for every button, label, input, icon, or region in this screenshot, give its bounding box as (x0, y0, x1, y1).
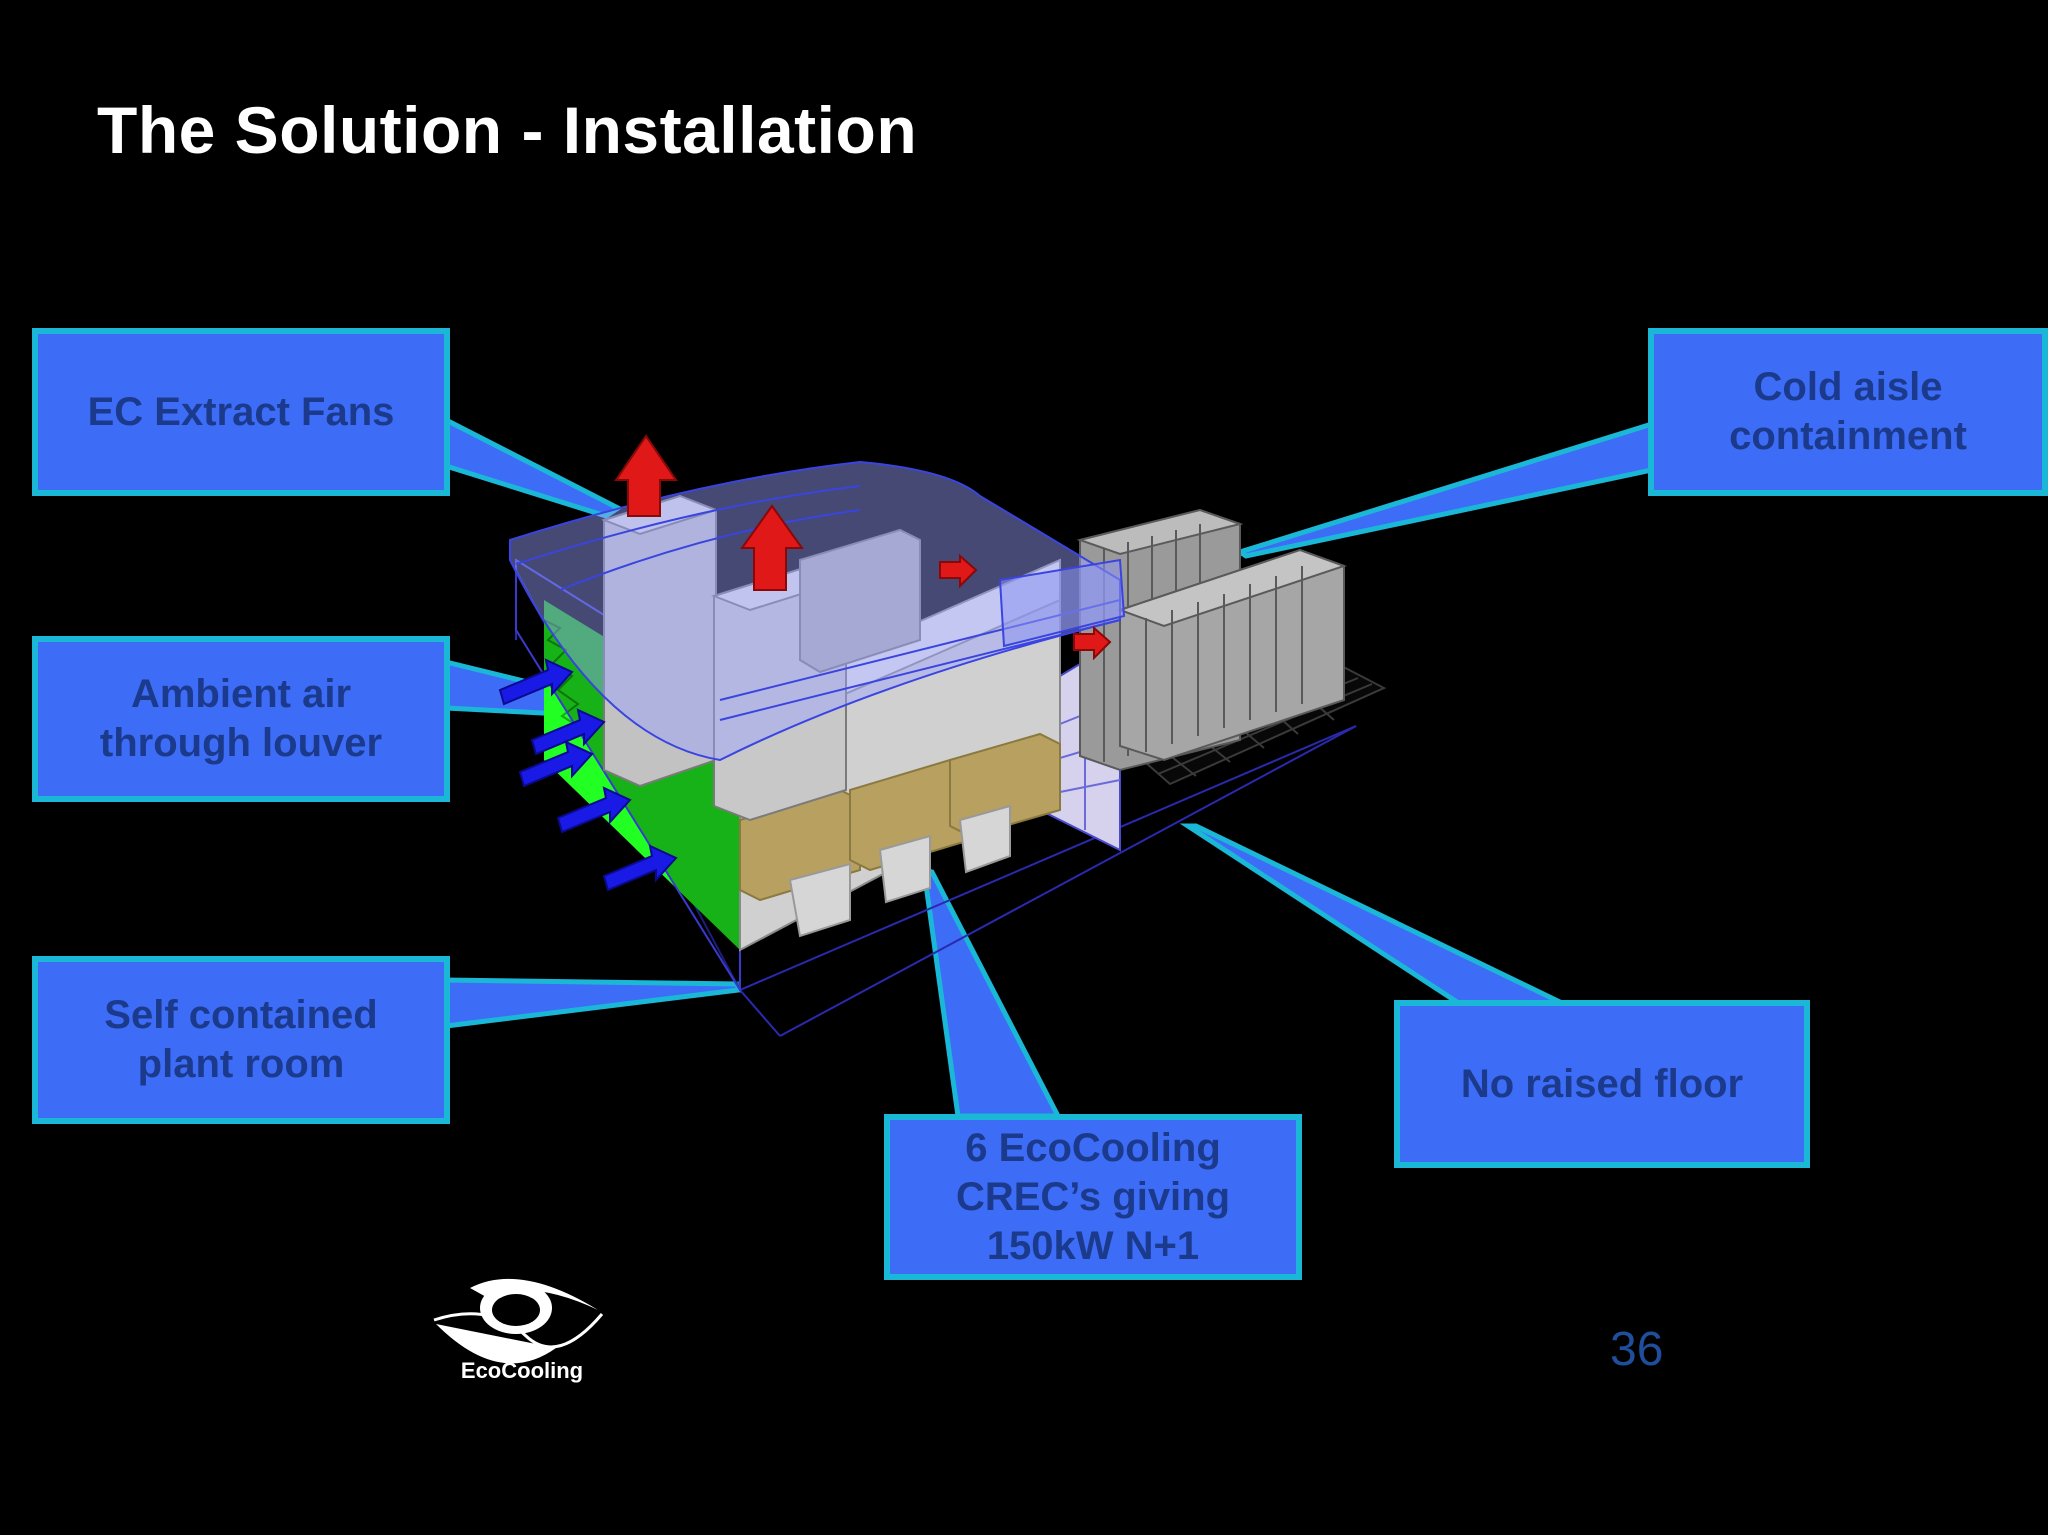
callout-ec-extract-fans: EC Extract Fans (32, 328, 450, 496)
extract-fans (600, 494, 921, 822)
crec-units (739, 732, 1061, 938)
pointer-plant-room (443, 977, 741, 1029)
cold-aisle-enclosure (509, 460, 1126, 762)
pointer-raised-floor (1179, 823, 1566, 1007)
inflow-arrows (498, 658, 678, 892)
eye-logo-icon (433, 1278, 604, 1364)
callout-crecs: 6 EcoCooling CREC’s giving 150kW N+1 (884, 1114, 1302, 1280)
callout-ambient-air: Ambient air through louver (32, 636, 450, 802)
server-racks (1076, 508, 1348, 772)
callout-plant-room: Self contained plant room (32, 956, 450, 1124)
callout-cold-aisle: Cold aisle containment (1648, 328, 2048, 496)
callout-no-raised-floor: No raised floor (1394, 1000, 1810, 1168)
pointer-ec-fans (443, 415, 623, 519)
extract-arrows (614, 434, 1112, 661)
pointer-cold-aisle (1234, 420, 1655, 559)
slide-title: The Solution - Installation (97, 93, 918, 167)
page-number: 36 (1610, 1323, 1664, 1376)
pointer-crecs (921, 866, 1063, 1119)
logo-text: EcoCooling (460, 1358, 584, 1383)
